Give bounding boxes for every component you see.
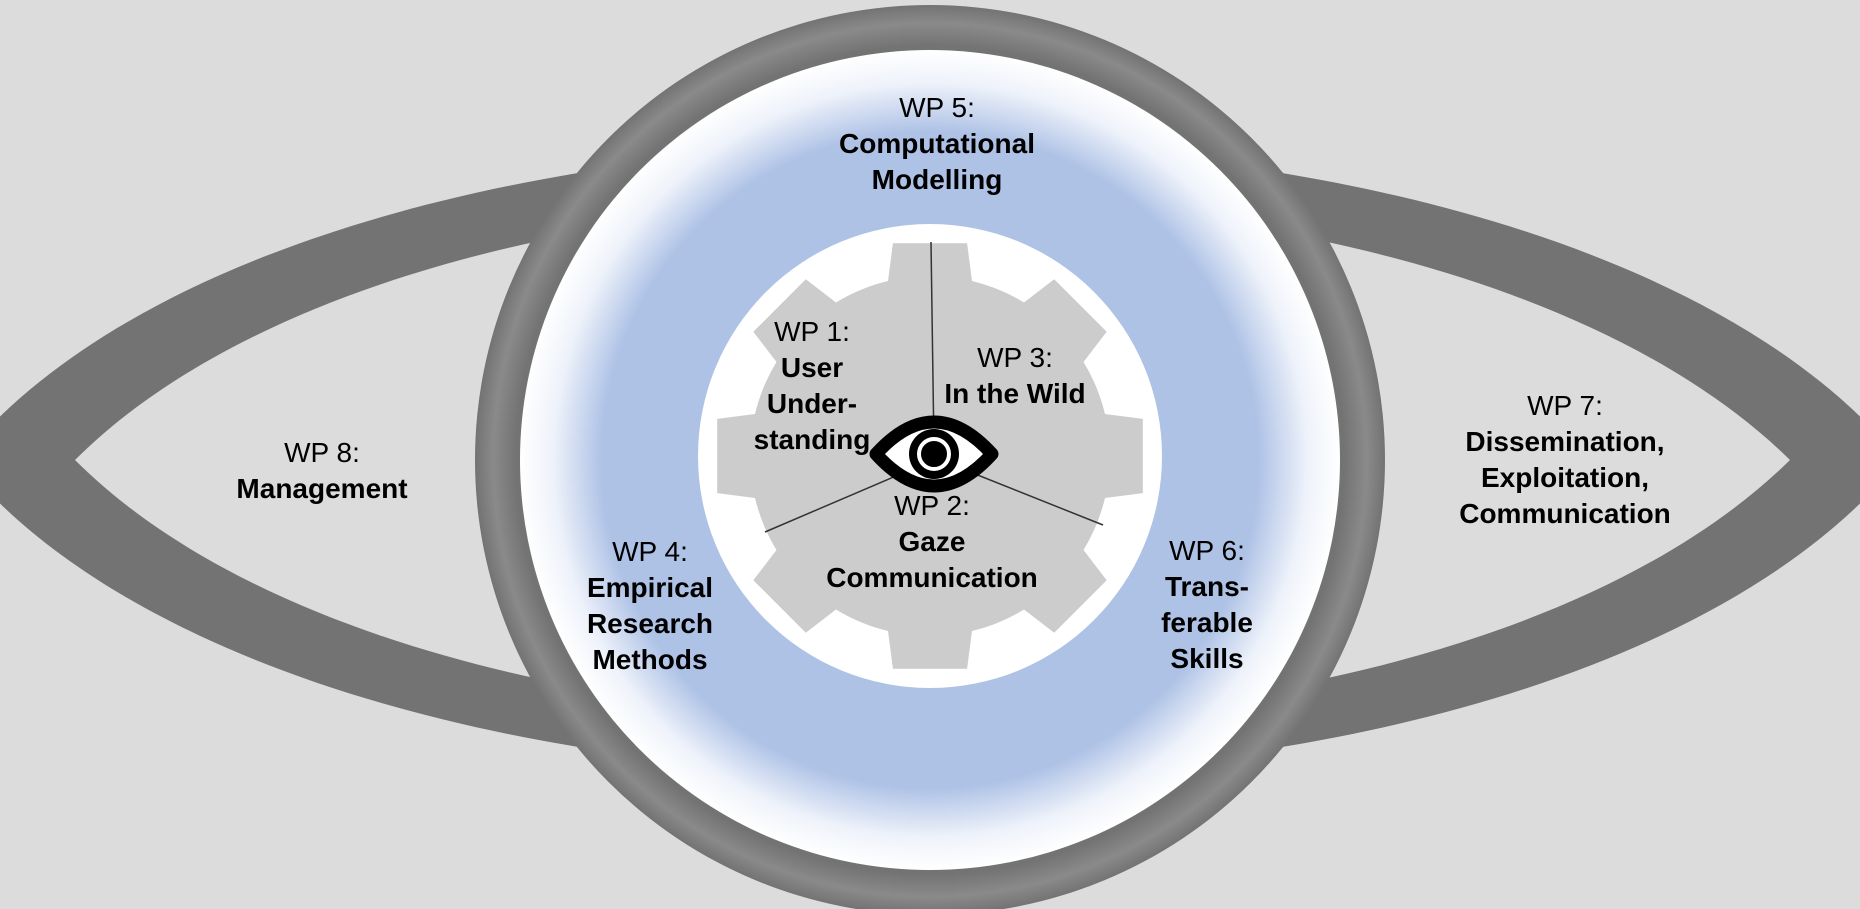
wp4-name-line: Empirical <box>586 572 714 603</box>
wp3-label: WP 3: In the Wild <box>944 340 1085 412</box>
wp2-label: WP 2: Gaze Communication <box>826 488 1038 596</box>
gear-spoke-left <box>764 469 911 533</box>
wp5-name-line: Computational <box>839 128 1035 159</box>
wp7-name: Dissemination, Exploitation, Communicati… <box>1459 424 1671 532</box>
wp4-label: WP 4: Empirical Research Methods <box>587 534 713 678</box>
wp2-code: WP 2: <box>894 490 970 521</box>
wp1-label: WP 1: User Under- standing <box>754 314 871 458</box>
wp4-name-line: Research <box>586 608 714 639</box>
wp6-name: Trans- ferable Skills <box>1161 569 1253 677</box>
wp4-name: Empirical Research Methods <box>587 570 713 678</box>
wp5-name-line: Modelling <box>871 164 1003 195</box>
wp4-code: WP 4: <box>612 536 688 567</box>
wp7-name-line: Dissemination, <box>1465 426 1665 457</box>
wp8-code: WP 8: <box>284 437 360 468</box>
gear-spoke-right <box>959 467 1104 526</box>
wp8-name: Management <box>236 471 407 507</box>
wp1-name: User Under- standing <box>754 350 871 458</box>
wp1-name-line: Under- <box>766 388 858 419</box>
wp7-label: WP 7: Dissemination, Exploitation, Commu… <box>1459 388 1671 532</box>
wp6-label: WP 6: Trans- ferable Skills <box>1161 533 1253 677</box>
wp6-code: WP 6: <box>1169 535 1245 566</box>
wp7-code: WP 7: <box>1527 390 1603 421</box>
wp3-name: In the Wild <box>944 376 1085 412</box>
wp7-name-line: Exploitation, <box>1481 462 1649 493</box>
wp5-code: WP 5: <box>899 92 975 123</box>
wp6-name-line: Trans- <box>1164 571 1250 602</box>
wp8-label: WP 8: Management <box>236 435 407 507</box>
wp1-name-line: User <box>780 352 844 383</box>
eye-icon <box>869 415 999 493</box>
wp1-name-line: standing <box>753 424 871 455</box>
wp6-name-line: ferable <box>1161 607 1253 638</box>
wp3-name-line: In the Wild <box>944 378 1086 409</box>
wp2-name-line: Communication <box>826 562 1038 593</box>
wp2-name-line: Gaze <box>898 526 966 557</box>
gear-spoke-top <box>930 241 935 451</box>
wp4-name-line: Methods <box>592 644 708 675</box>
wp2-name: Gaze Communication <box>826 524 1038 596</box>
wp5-label: WP 5: Computational Modelling <box>839 90 1035 198</box>
wp1-code: WP 1: <box>774 316 850 347</box>
wp3-code: WP 3: <box>977 342 1053 373</box>
wp7-name-line: Communication <box>1459 498 1671 529</box>
wp5-name: Computational Modelling <box>839 126 1035 198</box>
wp6-name-line: Skills <box>1170 643 1244 674</box>
wp8-name-line: Management <box>236 473 408 504</box>
